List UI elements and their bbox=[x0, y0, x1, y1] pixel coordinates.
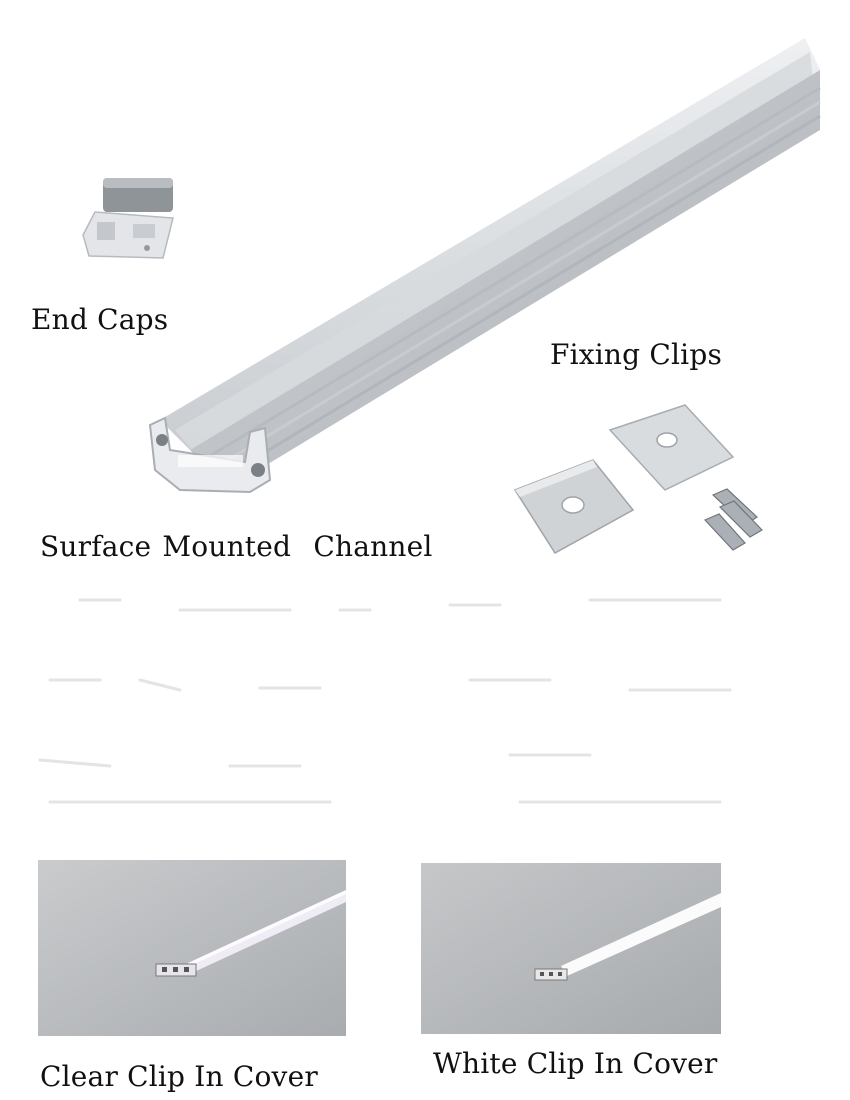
fixing-clips-image bbox=[513, 404, 763, 554]
clear-clip-in-cover-photo bbox=[38, 860, 346, 1036]
white-clip-in-cover-photo bbox=[421, 863, 721, 1034]
clear-clip-in-cover-label: Clear Clip In Cover bbox=[40, 1060, 318, 1093]
end-caps-image bbox=[82, 178, 174, 259]
surface-mounted-channel-image bbox=[148, 38, 821, 494]
background-smudges bbox=[38, 598, 732, 804]
fixing-clips-label: Fixing Clips bbox=[550, 338, 723, 371]
surface-mounted-channel-label: Surface Mounted Channel bbox=[40, 530, 433, 563]
end-caps-label: End Caps bbox=[31, 303, 169, 336]
white-clip-in-cover-label: White Clip In Cover bbox=[433, 1047, 718, 1080]
